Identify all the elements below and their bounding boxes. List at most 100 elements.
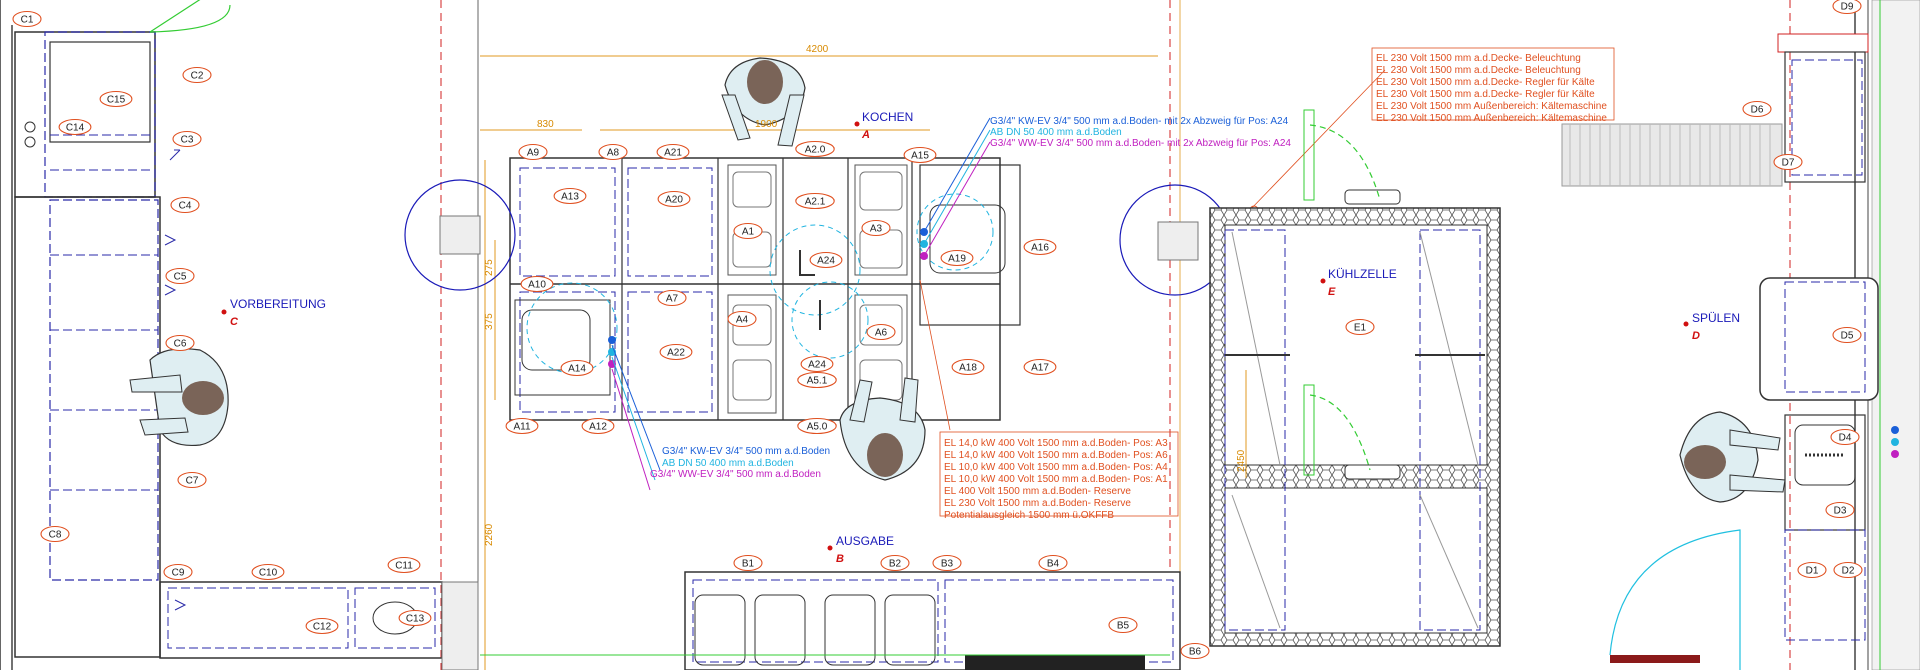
svg-text:C12: C12 — [313, 622, 332, 633]
item-label-a15: A15 — [903, 146, 937, 164]
svg-text:C15: C15 — [107, 95, 126, 106]
svg-text:C5: C5 — [174, 272, 187, 283]
item-label-d2: D2 — [1833, 561, 1863, 579]
zone-name-vorbereitung: VORBEREITUNG — [230, 297, 326, 311]
item-label-c3: C3 — [172, 130, 202, 148]
zone-name-ausgabe: AUSGABE — [836, 534, 894, 548]
zone-letter-b: B — [836, 553, 844, 565]
svg-text:A2.1: A2.1 — [805, 197, 826, 208]
item-label-c8: C8 — [40, 525, 70, 543]
item-label-a22: A22 — [659, 343, 693, 361]
item-label-a13: A13 — [553, 187, 587, 205]
item-label-a5-0: A5.0 — [797, 417, 837, 435]
item-label-a2-0: A2.0 — [795, 140, 835, 158]
svg-text:C13: C13 — [406, 614, 425, 625]
svg-text:B3: B3 — [941, 559, 954, 570]
note-electric-1: EL 14,0 kW 400 Volt 1500 mm a.d.Boden- P… — [944, 438, 1168, 449]
item-label-c15: C15 — [99, 90, 133, 108]
zone-kochen-equipment — [404, 55, 1386, 670]
svg-text:C8: C8 — [49, 530, 62, 541]
svg-text:D4: D4 — [1839, 433, 1852, 444]
person-figure-kochen-top — [721, 57, 806, 147]
svg-text:A24: A24 — [808, 360, 826, 371]
zone-ausgabe-equipment — [480, 571, 1181, 670]
item-label-a7: A7 — [657, 289, 687, 307]
svg-text:D9: D9 — [1841, 2, 1854, 13]
note-electric-7: Potentialausgleich 1500 mm ü.OKFFB — [944, 510, 1114, 521]
item-label-a14: A14 — [560, 359, 594, 377]
item-label-d7: D7 — [1773, 153, 1803, 171]
note-ceiling-1: EL 230 Volt 1500 mm a.d.Decke- Beleuchtu… — [1376, 53, 1581, 64]
item-label-c13: C13 — [398, 609, 432, 627]
svg-text:A5.0: A5.0 — [807, 422, 828, 433]
svg-text:A3: A3 — [870, 224, 883, 235]
item-label-c12: C12 — [305, 617, 339, 635]
zone-letter-e: E — [1328, 286, 1336, 298]
note-electric-4: EL 10,0 kW 400 Volt 1500 mm a.d.Boden- P… — [944, 474, 1168, 485]
svg-text:A15: A15 — [911, 151, 929, 162]
zone-letter-d: D — [1692, 330, 1700, 342]
svg-text:C9: C9 — [172, 568, 185, 579]
zone-name-kuehlzelle: KÜHLZELLE — [1328, 267, 1397, 281]
svg-text:A14: A14 — [568, 364, 586, 375]
dimension-375: 375 — [484, 313, 495, 330]
item-label-a6: A6 — [866, 323, 896, 341]
svg-text:A20: A20 — [665, 195, 683, 206]
svg-text:B5: B5 — [1117, 621, 1130, 632]
svg-text:A21: A21 — [664, 148, 682, 159]
item-label-a21: A21 — [656, 143, 690, 161]
svg-text:A6: A6 — [875, 328, 888, 339]
svg-text:A16: A16 — [1031, 243, 1049, 254]
svg-text:C10: C10 — [259, 568, 278, 579]
item-label-a8: A8 — [598, 143, 628, 161]
svg-text:A24: A24 — [817, 256, 835, 267]
item-label-a10: A10 — [520, 275, 554, 293]
svg-text:A9: A9 — [527, 148, 540, 159]
item-label-a1: A1 — [733, 222, 763, 240]
svg-text:C6: C6 — [174, 339, 187, 350]
item-label-d9: D9 — [1832, 0, 1862, 15]
svg-text:C1: C1 — [21, 15, 34, 26]
zone-letter-c: C — [230, 316, 239, 328]
dimension-2260: 2260 — [484, 523, 495, 546]
item-label-b1: B1 — [733, 554, 763, 572]
item-label-a9: A9 — [518, 143, 548, 161]
svg-text:C2: C2 — [191, 71, 204, 82]
svg-text:D5: D5 — [1841, 331, 1854, 342]
svg-text:A2.0: A2.0 — [805, 145, 826, 156]
dimension-4200: 4200 — [806, 44, 829, 55]
svg-text:E1: E1 — [1354, 323, 1367, 334]
person-figure-spuelen — [1679, 411, 1786, 503]
item-label-a11: A11 — [505, 417, 539, 435]
item-label-c7: C7 — [177, 471, 207, 489]
item-label-c6: C6 — [165, 334, 195, 352]
note-electric-2: EL 14,0 kW 400 Volt 1500 mm a.d.Boden- P… — [944, 450, 1168, 461]
svg-text:A17: A17 — [1031, 363, 1049, 374]
svg-text:B6: B6 — [1189, 647, 1202, 658]
svg-text:D3: D3 — [1834, 506, 1847, 517]
note-box-ceiling — [1371, 47, 1615, 121]
person-figure-kochen-bottom — [839, 377, 926, 481]
svg-text:C4: C4 — [179, 201, 192, 212]
item-label-d6: D6 — [1742, 100, 1772, 118]
svg-text:D7: D7 — [1782, 158, 1795, 169]
item-label-a24: A24 — [809, 251, 843, 269]
svg-text:D6: D6 — [1751, 105, 1764, 116]
item-label-a17: A17 — [1023, 358, 1057, 376]
note-ceiling-6: EL 230 Volt 1500 mm Außenbereich: Kältem… — [1376, 113, 1607, 124]
zone-spuelen-equipment — [1561, 33, 1899, 670]
item-label-b2: B2 — [880, 554, 910, 572]
item-label-c4: C4 — [170, 196, 200, 214]
item-label-a18: A18 — [951, 358, 985, 376]
item-label-a24: A24 — [800, 355, 834, 373]
item-label-c14: C14 — [58, 118, 92, 136]
svg-text:A19: A19 — [948, 254, 966, 265]
note-water-top-warm: G3/4" WW-EV 3/4" 500 mm a.d.Boden- mit 2… — [990, 138, 1291, 149]
svg-text:B2: B2 — [889, 559, 902, 570]
note-electric-3: EL 10,0 kW 400 Volt 1500 mm a.d.Boden- P… — [944, 462, 1168, 473]
item-label-a2-1: A2.1 — [795, 192, 835, 210]
item-label-b6: B6 — [1180, 642, 1210, 660]
svg-text:A13: A13 — [561, 192, 579, 203]
